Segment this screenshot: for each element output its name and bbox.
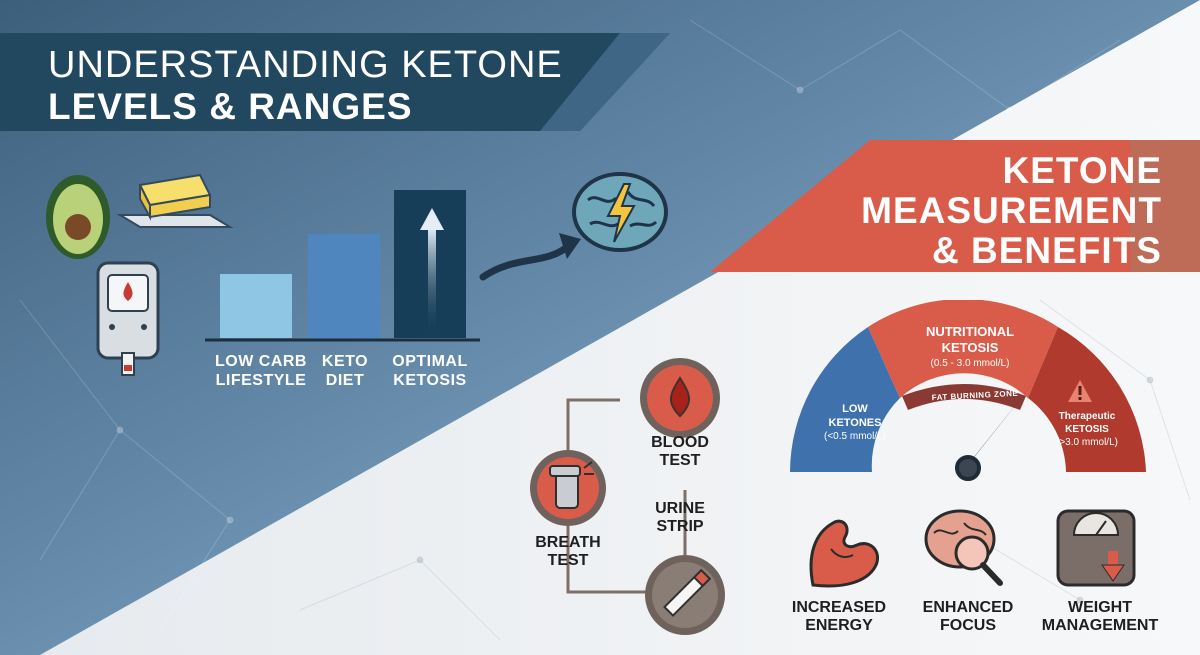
gauge-nutritional-segment [868,300,1058,398]
ketosis-gauge [790,300,1146,481]
ketone-levels-bars [205,190,480,342]
scale-icon [1056,509,1136,587]
fat-burning-zone-band [902,384,1026,410]
curved-arrow-icon [479,233,581,281]
right-title-banner [710,140,1200,272]
food-icons [46,173,234,376]
blood-drop-icon [640,358,720,438]
network-pattern-light [299,299,1191,641]
bar-keto-diet [308,234,380,338]
nutritional-ketosis-label: NUTRITIONAL KETOSIS (0.5 - 3.0 mmol/L) [925,324,1015,369]
butter-icon [116,173,234,228]
muscle-icon [809,519,880,588]
benefit-icons [809,509,1136,588]
therapeutic-ketosis-label: Therapeutic KETOSIS (>3.0 mmol/L) [1056,411,1118,448]
bar-low-carb [220,274,292,338]
title-line-1: UNDERSTANDING KETONE [48,44,563,86]
right-title-line-2: MEASUREMENT [861,190,1162,231]
gauge-needle [955,372,1042,481]
right-title-line-1: KETONE [1002,150,1162,191]
network-pattern [19,19,1121,631]
brain-arrow-group [479,172,668,281]
warning-icon [1068,380,1092,402]
title-line-2: LEVELS & RANGES [48,86,413,127]
testing-methods [530,358,725,635]
title-banner [0,33,670,131]
avocado-icon [46,175,110,259]
connector-urine [566,490,687,594]
connector-blood [566,398,620,450]
up-arrow-icon [420,208,444,338]
gauge-low-segment [790,327,900,472]
brain-lightning-icon [572,172,668,252]
breath-tester-icon [530,450,606,526]
low-ketones-label: LOW KETONES (<0.5 mmol/L) [824,403,886,442]
glucose-meter-icon [96,261,160,376]
right-title-line-3: & BENEFITS [932,230,1162,271]
urine-strip-icon [645,555,725,635]
brain-magnifier-icon [924,509,1003,586]
